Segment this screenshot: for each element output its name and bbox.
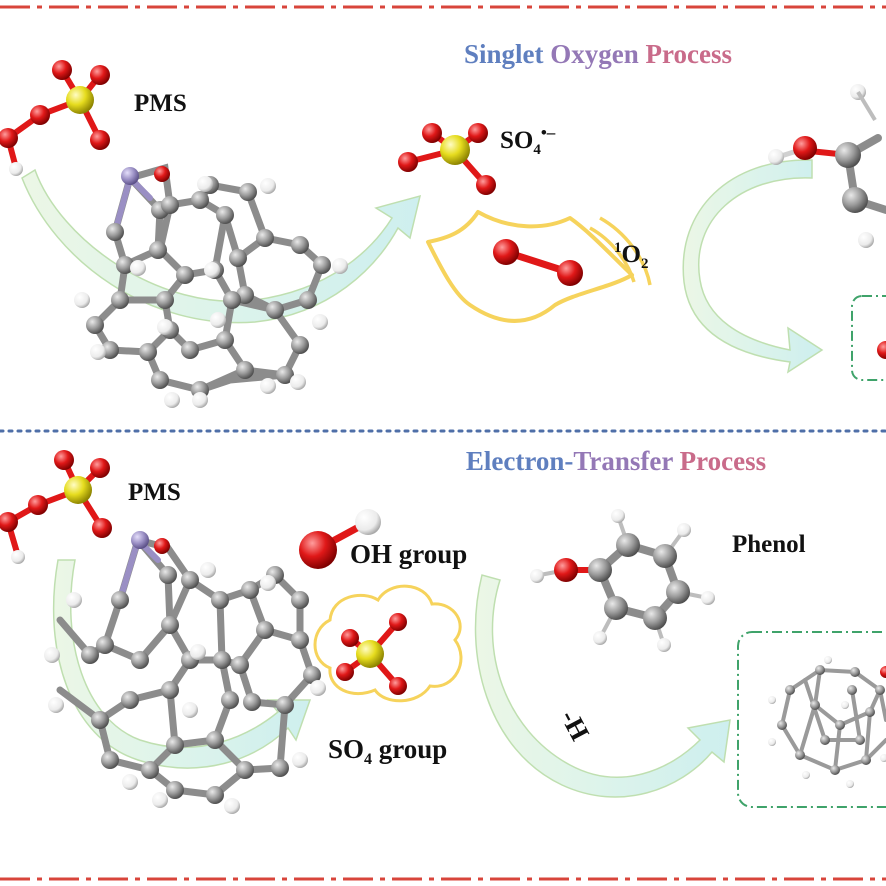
top-cluster-atom-n bbox=[121, 167, 139, 185]
bottom-cluster-atom-n bbox=[131, 531, 149, 549]
top-cluster-hydrogen-atoms bbox=[74, 176, 348, 408]
bottom-title-word-1: Electron- bbox=[466, 446, 573, 476]
top-radical-base: SO bbox=[500, 127, 533, 154]
bottom-middle-curved-arrow bbox=[474, 574, 731, 798]
phenol-label: Phenol bbox=[732, 531, 806, 558]
bottom-product-box bbox=[737, 631, 886, 808]
bottom-cluster-carbon-atoms bbox=[81, 566, 321, 804]
top-so4-radical-molecule bbox=[398, 123, 496, 195]
oh-group-label: OH group bbox=[350, 539, 467, 569]
top-title-word-2: Oxygen bbox=[550, 39, 639, 69]
top-right-curved-arrow bbox=[682, 159, 824, 374]
bottom-pms-molecule bbox=[0, 450, 112, 564]
bottom-product-cluster bbox=[768, 656, 886, 788]
top-radical-sub: 4 bbox=[533, 142, 541, 158]
top-product-oxygen bbox=[877, 341, 886, 359]
singlet-oxygen-molecule bbox=[493, 239, 583, 286]
bottom-title: Electron-Transfer Process bbox=[466, 446, 766, 476]
bottom-left-curved-arrow bbox=[52, 559, 312, 769]
singlet-label-base: O bbox=[622, 241, 641, 268]
singlet-label-sub: 2 bbox=[641, 256, 649, 272]
oh-group-molecule bbox=[299, 509, 381, 569]
top-pms-sulfur bbox=[66, 86, 94, 114]
singlet-oxygen-label: 1O2 bbox=[614, 240, 648, 272]
top-radical-label: SO4•– bbox=[500, 123, 556, 158]
top-product-box bbox=[851, 295, 886, 381]
so4-label-base: SO bbox=[328, 734, 364, 764]
top-cluster-carbon-atoms bbox=[86, 176, 331, 399]
top-phenol-partial bbox=[768, 84, 886, 248]
so4-label-rest: group bbox=[372, 734, 447, 764]
singlet-oxygen-burst bbox=[426, 210, 634, 323]
top-title-word-3: Process bbox=[646, 39, 732, 69]
bottom-title-word-2: Transfer bbox=[573, 446, 673, 476]
bottom-cluster-atom-o bbox=[154, 538, 170, 554]
top-catalyst-cluster bbox=[74, 163, 348, 408]
bottom-pms-sulfur bbox=[64, 476, 92, 504]
so4-group-cloud bbox=[313, 584, 463, 703]
so4-group-label: SO4 group bbox=[328, 734, 447, 768]
top-cluster-nitrogen-link bbox=[112, 175, 153, 235]
top-title: Singlet Oxygen Process bbox=[464, 39, 732, 69]
so4-label-sub: 4 bbox=[364, 751, 372, 768]
bottom-title-word-3: Process bbox=[680, 446, 766, 476]
top-radical-sup: •– bbox=[541, 123, 556, 142]
phenol-molecule bbox=[530, 509, 715, 652]
bottom-catalyst-cluster bbox=[44, 531, 326, 814]
bottom-cluster-hydrogen-atoms bbox=[44, 562, 326, 814]
top-pms-molecule bbox=[0, 60, 110, 176]
singlet-label-sup: 1 bbox=[614, 240, 622, 256]
singlet-motion-lines bbox=[589, 216, 652, 286]
minus-h-label: -H bbox=[555, 705, 596, 746]
so4-group-molecule bbox=[336, 613, 407, 695]
bottom-pms-label: PMS bbox=[128, 479, 181, 506]
top-cluster-atom-o bbox=[154, 166, 170, 182]
top-pms-label: PMS bbox=[134, 90, 187, 117]
top-title-word-1: Singlet bbox=[464, 39, 544, 69]
